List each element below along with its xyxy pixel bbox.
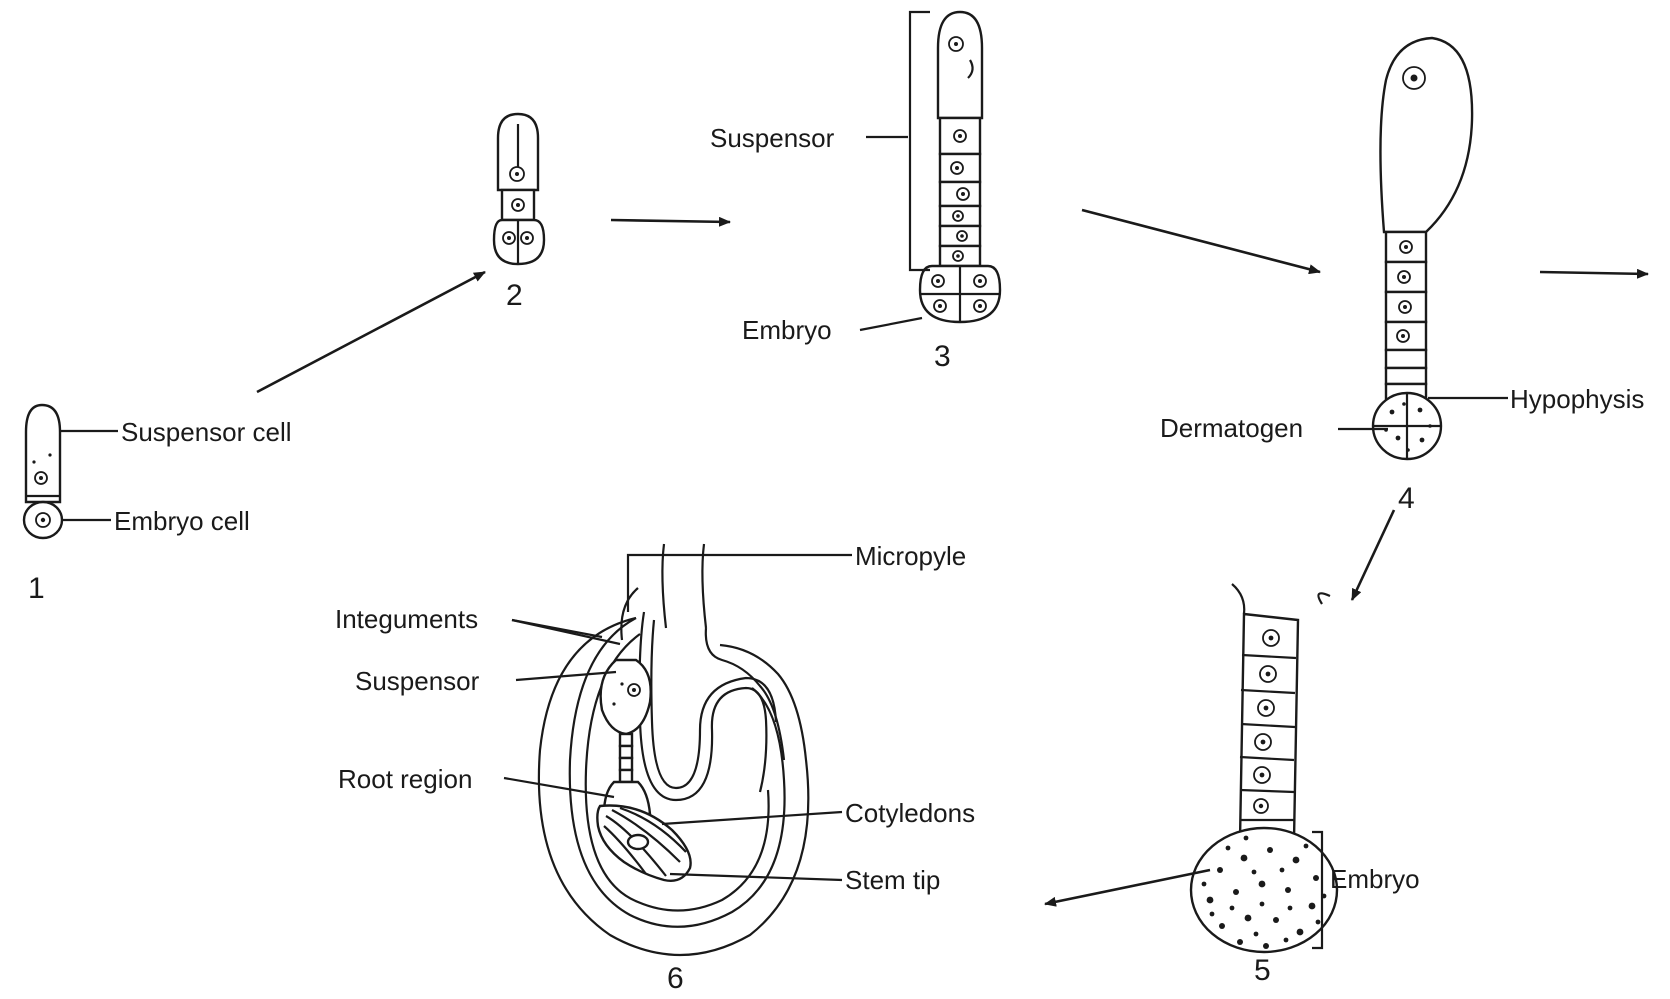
stage-4-number: 4 bbox=[1398, 482, 1415, 515]
cotyledons-label: Cotyledons bbox=[845, 798, 975, 828]
stage-2-drawing bbox=[494, 114, 544, 264]
dermatogen-label: Dermatogen bbox=[1160, 413, 1303, 443]
stage-6-number: 6 bbox=[667, 962, 684, 994]
stage-1-number: 1 bbox=[28, 572, 45, 605]
embryo-label: Embryo bbox=[742, 315, 832, 345]
stage-3: Suspensor Embryo 3 bbox=[710, 12, 1000, 373]
stage-3-number: 3 bbox=[934, 340, 951, 373]
stem-tip-pointer bbox=[670, 874, 842, 880]
integuments-label: Integuments bbox=[335, 604, 478, 634]
right-arrow-icon bbox=[1082, 210, 1320, 272]
stage-2: 2 bbox=[494, 114, 544, 312]
suspensor-bracket bbox=[910, 12, 930, 270]
suspensor-cell-label: Suspensor cell bbox=[121, 417, 292, 447]
embryo-pointer bbox=[860, 318, 922, 330]
stage-3-drawing bbox=[920, 12, 1000, 322]
hypophysis-label: Hypophysis bbox=[1510, 384, 1644, 414]
suspensor-label: Suspensor bbox=[710, 123, 835, 153]
suspensor-label-6: Suspensor bbox=[355, 666, 480, 696]
stage-1-drawing bbox=[24, 405, 62, 538]
right-arrow-icon bbox=[1352, 510, 1394, 600]
stem-tip-label: Stem tip bbox=[845, 865, 940, 895]
suspensor-pointer-6 bbox=[516, 672, 616, 680]
right-arrow-icon bbox=[1045, 870, 1210, 904]
right-arrow-icon bbox=[611, 220, 730, 222]
stage-2-number: 2 bbox=[506, 279, 523, 312]
root-region-pointer bbox=[504, 778, 614, 797]
embryo-cell-label: Embryo cell bbox=[114, 506, 250, 536]
micropyle-label: Micropyle bbox=[855, 541, 966, 571]
root-region-label: Root region bbox=[338, 764, 472, 794]
stage-5-number: 5 bbox=[1254, 954, 1271, 987]
stage-5: Embryo 5 bbox=[1191, 584, 1420, 987]
stage-6: Micropyle Integuments Suspensor Root reg… bbox=[335, 541, 975, 994]
right-arrow-icon bbox=[257, 272, 485, 392]
embryo-label: Embryo bbox=[1330, 864, 1420, 894]
stage-1: Suspensor cell Embryo cell 1 bbox=[24, 405, 292, 605]
stage-4: Hypophysis Dermatogen 4 bbox=[1160, 38, 1644, 515]
stage-4-drawing bbox=[1373, 38, 1472, 459]
integuments-pointer-2 bbox=[512, 620, 620, 644]
stage-5-drawing bbox=[1191, 584, 1337, 952]
ovule-drawing bbox=[539, 544, 808, 955]
cotyledons-pointer bbox=[662, 812, 842, 824]
right-arrow-icon bbox=[1540, 272, 1648, 274]
